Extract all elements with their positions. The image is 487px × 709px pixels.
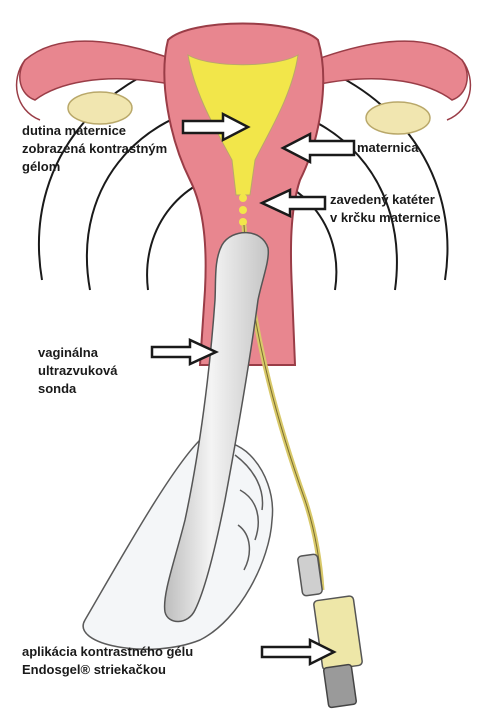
label-line: Endosgel® striekačkou (22, 661, 193, 679)
label-gel-application: aplikácia kontrastného gélu Endosgel® st… (22, 643, 193, 679)
label-uterine-cavity: dutina maternice zobrazená kontrastným g… (22, 122, 167, 176)
label-line: maternica (357, 139, 418, 157)
cervical-dot (239, 194, 247, 202)
label-line: zobrazená kontrastným (22, 140, 167, 158)
label-probe: vaginálna ultrazvuková sonda (38, 344, 117, 398)
left-tube (20, 41, 175, 100)
syringe (297, 554, 362, 708)
label-line: vaginálna (38, 344, 117, 362)
label-line: zavedený katéter (330, 191, 441, 209)
label-line: v krčku maternice (330, 209, 441, 227)
label-line: ultrazvuková (38, 362, 117, 380)
label-line: aplikácia kontrastného gélu (22, 643, 193, 661)
cervical-dot (239, 218, 247, 226)
syringe-plunger (323, 664, 356, 708)
label-line: sonda (38, 380, 117, 398)
label-line: gélom (22, 158, 167, 176)
left-ovary (68, 92, 132, 124)
label-line: dutina maternice (22, 122, 167, 140)
label-uterus: maternica (357, 139, 418, 157)
label-catheter: zavedený katéter v krčku maternice (330, 191, 441, 227)
right-ovary (366, 102, 430, 134)
right-tube (315, 41, 467, 100)
cervical-dot (239, 206, 247, 214)
